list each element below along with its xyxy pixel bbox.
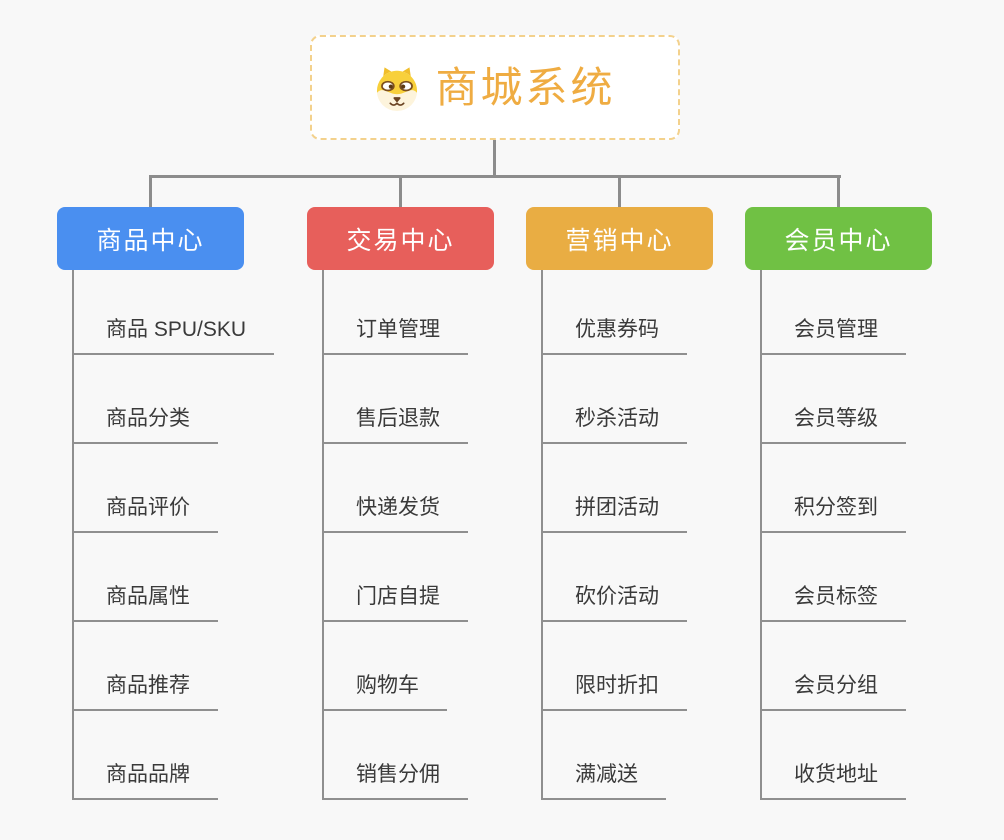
branch-column-trade: 交易中心 订单管理 售后退款 快递发货 门店自提 购物车 销售分佣 [307, 175, 567, 817]
branch-label: 会员中心 [784, 226, 893, 255]
leaf-node[interactable]: 优惠券码 [541, 315, 687, 355]
branch-node-product[interactable]: 商品中心 [57, 207, 244, 270]
leaf-node[interactable]: 订单管理 [322, 315, 468, 355]
leaf-node[interactable]: 门店自提 [322, 582, 468, 622]
leaf-node[interactable]: 快递发货 [322, 493, 468, 533]
leaf-node[interactable]: 会员分组 [760, 671, 906, 711]
leaf-node[interactable]: 满减送 [541, 760, 666, 800]
branch-trunk-line [760, 270, 762, 800]
branch-column-member: 会员中心 会员管理 会员等级 积分签到 会员标签 会员分组 收货地址 [745, 175, 1004, 817]
leaf-node[interactable]: 秒杀活动 [541, 404, 687, 444]
connector-horizontal [149, 175, 841, 178]
leaf-node[interactable]: 会员标签 [760, 582, 906, 622]
branch-trunk-line [72, 270, 74, 800]
leaf-node[interactable]: 商品评价 [72, 493, 218, 533]
connector-drop [618, 175, 621, 208]
branch-column-marketing: 营销中心 优惠券码 秒杀活动 拼团活动 砍价活动 限时折扣 满减送 [526, 175, 786, 817]
leaf-node[interactable]: 收货地址 [760, 760, 906, 800]
leaf-node[interactable]: 商品属性 [72, 582, 218, 622]
branch-node-marketing[interactable]: 营销中心 [526, 207, 713, 270]
dog-face-icon [377, 66, 418, 111]
root-title: 商城系统 [435, 63, 616, 111]
leaf-node[interactable]: 商品分类 [72, 404, 218, 444]
connector-root-stub [493, 140, 496, 177]
branch-column-product: 商品中心 商品 SPU/SKU 商品分类 商品评价 商品属性 商品推荐 商品品牌 [57, 175, 317, 817]
root-node[interactable]: 商城系统 [310, 35, 680, 140]
branch-node-trade[interactable]: 交易中心 [307, 207, 494, 270]
branch-trunk-line [541, 270, 543, 800]
leaf-node[interactable]: 限时折扣 [541, 671, 687, 711]
connector-drop [399, 175, 402, 208]
leaf-node[interactable]: 砍价活动 [541, 582, 687, 622]
leaf-node[interactable]: 商品 SPU/SKU [72, 315, 275, 355]
branch-label: 商品中心 [96, 226, 205, 255]
branch-node-member[interactable]: 会员中心 [745, 207, 932, 270]
connector-drop [149, 175, 152, 208]
leaf-node[interactable]: 购物车 [322, 671, 447, 711]
leaf-node[interactable]: 商品推荐 [72, 671, 218, 711]
connector-drop [837, 175, 840, 208]
leaf-node[interactable]: 会员等级 [760, 404, 906, 444]
leaf-node[interactable]: 销售分佣 [322, 760, 468, 800]
branch-label: 营销中心 [565, 226, 674, 255]
leaf-node[interactable]: 积分签到 [760, 493, 906, 533]
leaf-node[interactable]: 会员管理 [760, 315, 906, 355]
branch-label: 交易中心 [346, 226, 455, 255]
branch-trunk-line [322, 270, 324, 800]
leaf-node[interactable]: 拼团活动 [541, 493, 687, 533]
leaf-node[interactable]: 售后退款 [322, 404, 468, 444]
leaf-node[interactable]: 商品品牌 [72, 760, 218, 800]
